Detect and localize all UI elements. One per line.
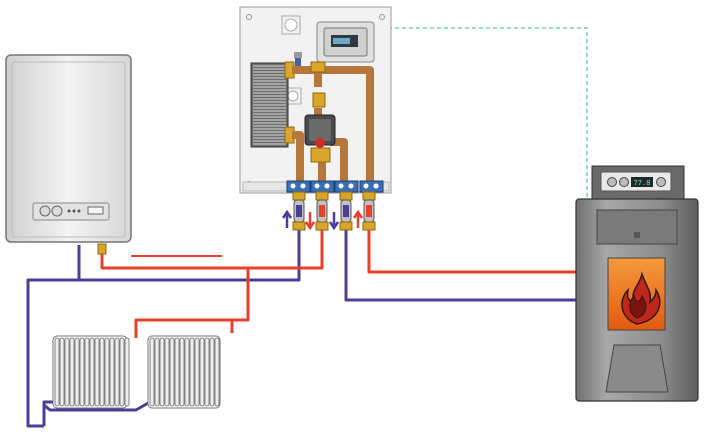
radiator-icon bbox=[52, 335, 130, 409]
hot-flow-pipes bbox=[100, 230, 580, 338]
gas-wall-boiler-icon bbox=[5, 54, 132, 243]
boiler-knob bbox=[39, 205, 51, 217]
boiler-display-readout: 77.8 bbox=[634, 179, 651, 187]
plate-heat-exchanger-icon bbox=[250, 62, 289, 148]
hydraulic-station-icon bbox=[239, 6, 392, 231]
control-cable bbox=[388, 27, 588, 202]
boiler-knob bbox=[51, 205, 63, 217]
manifold-blocks bbox=[286, 180, 384, 193]
circulation-pump-icon bbox=[304, 114, 336, 163]
ball-valves bbox=[292, 191, 376, 231]
radiator-icon bbox=[147, 335, 221, 409]
controller-display-icon bbox=[316, 21, 375, 63]
flow-arrow-icon bbox=[281, 209, 364, 231]
flame-icon bbox=[621, 271, 661, 325]
ash-door bbox=[605, 344, 669, 393]
solid-fuel-boiler-icon: 77.8 bbox=[575, 165, 699, 402]
